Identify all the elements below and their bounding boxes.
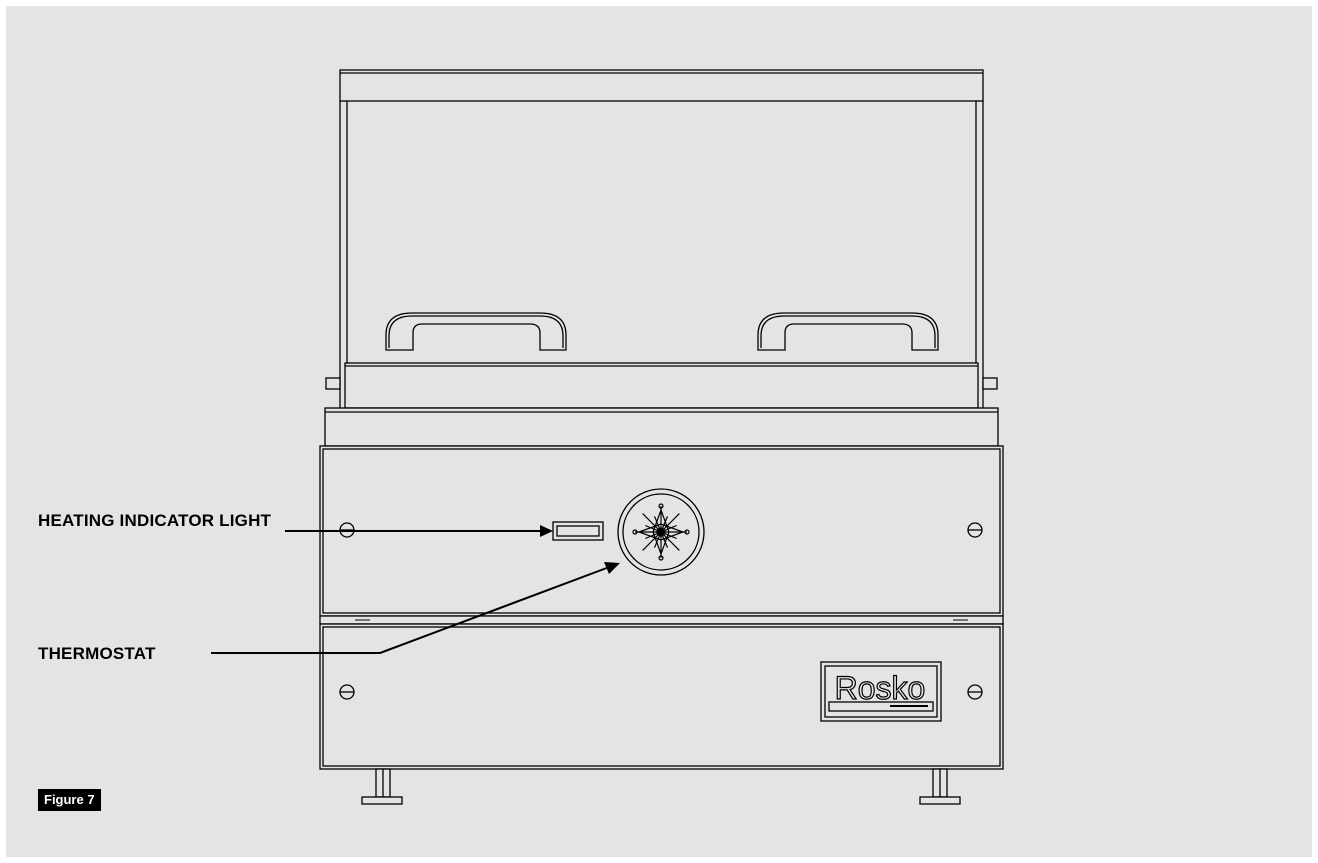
legs — [361, 768, 961, 805]
divider-strip — [319, 615, 1004, 625]
brand-logo-text: Rosko — [835, 670, 926, 706]
leader-lines — [211, 525, 620, 654]
collar — [324, 407, 999, 447]
rosko-logo-plate: Rosko — [820, 661, 942, 722]
heating-indicator-light-label: HEATING INDICATOR LIGHT — [38, 511, 272, 530]
thermostat-knob — [617, 488, 705, 576]
griddle-plate — [344, 362, 979, 409]
heating-arrowhead — [540, 525, 553, 537]
thermostat-leader-line — [211, 565, 613, 654]
right-handle — [757, 312, 939, 351]
heating-indicator-light — [552, 521, 604, 541]
thermostat-arrowhead — [604, 562, 620, 574]
lid — [325, 69, 998, 408]
left-handle — [385, 312, 567, 351]
thermostat-label: THERMOSTAT — [38, 644, 156, 663]
figure-label: Figure 7 — [38, 789, 101, 811]
